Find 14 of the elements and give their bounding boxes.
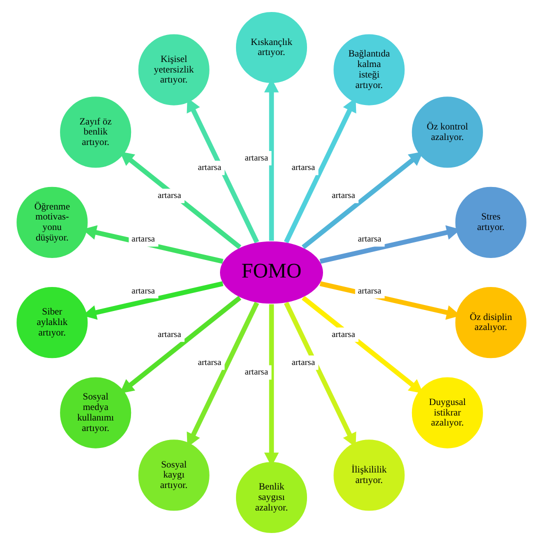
edge-label: artarsa [292,162,315,172]
edge-label: artarsa [244,152,268,162]
edge-label: artarsa [244,366,268,377]
edge-label: artarsa [132,285,155,296]
edge-label: artarsa [358,285,382,296]
edge-label: artarsa [332,328,356,339]
edge-label: artarsa [292,356,315,367]
edge-label: artarsa [332,190,356,200]
edge-label: artarsa [158,328,182,339]
edge-label: artarsa [198,356,222,367]
edge-label: artarsa [358,234,382,244]
edge-label: artarsa [158,190,182,200]
edge-label: artarsa [132,234,155,244]
edge-label: artarsa [198,162,222,172]
